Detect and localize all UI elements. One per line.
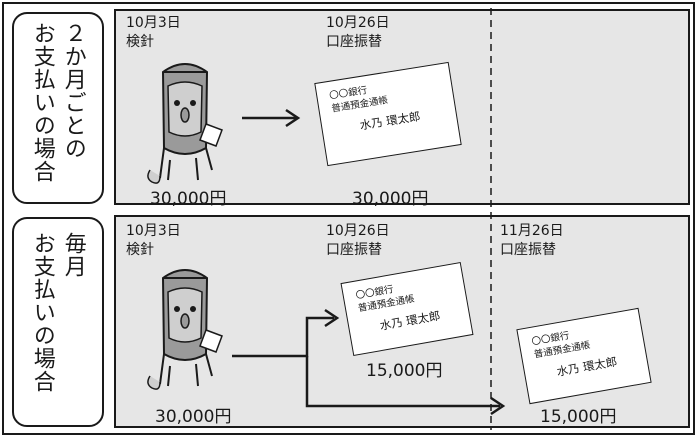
bottom-amount-right: 15,000円	[540, 407, 617, 427]
top-arrow	[242, 108, 301, 128]
bottom-amount-left: 30,000円	[155, 407, 232, 427]
bottom-col1-header: 10月3日 検針	[126, 223, 181, 258]
top-col1-header: 10月3日 検針	[126, 15, 181, 50]
bottom-col2-header: 10月26日 口座振替	[326, 223, 390, 258]
top-label-line-1: ２か月ごとの	[60, 22, 86, 160]
top-label-line-2: お支払いの場合	[29, 22, 55, 183]
bottom-label-line-2: お支払いの場合	[29, 232, 55, 393]
top-amount-left: 30,000円	[150, 189, 227, 209]
top-col2-header: 10月26日 口座振替	[326, 15, 390, 50]
bottom-label-line-1: 毎月	[60, 232, 86, 278]
meter-mascot-bottom	[147, 269, 223, 390]
meter-mascot-top	[147, 63, 223, 184]
bottom-amount-mid: 15,000円	[366, 361, 443, 381]
bottom-arrows	[232, 308, 506, 416]
bottom-col3-header: 11月26日 口座振替	[500, 223, 564, 258]
top-amount-right: 30,000円	[352, 189, 429, 209]
